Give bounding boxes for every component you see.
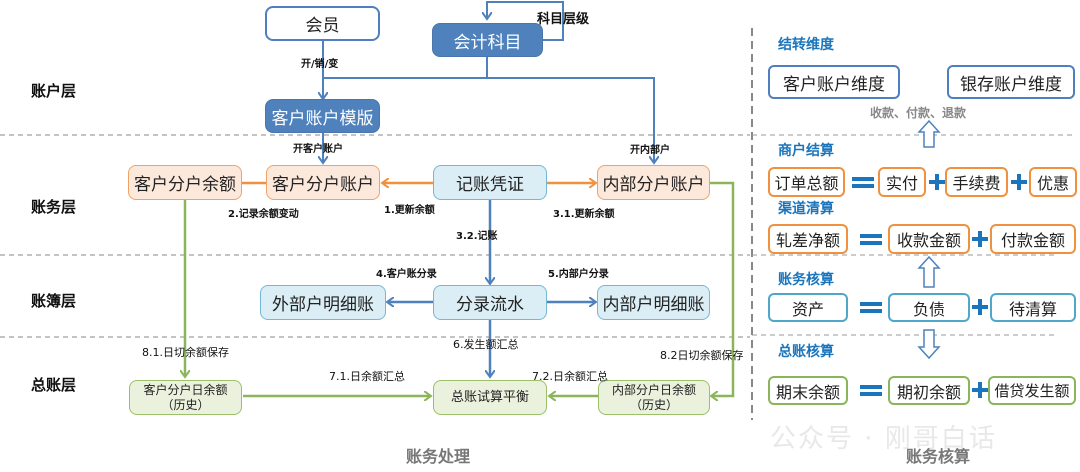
box-liabilities[interactable]: 负债 xyxy=(888,293,970,322)
equals-icon xyxy=(860,232,882,246)
label-update-balance-internal: 3.1.更新余额 xyxy=(553,209,615,220)
plus-icon xyxy=(972,382,988,398)
label-daily-cut-save-1: 8.1.日切余额保存 xyxy=(142,346,229,359)
node-customer-daily-balance[interactable]: 客户分户日余额（历史） xyxy=(129,380,242,415)
node-internal-sub-account[interactable]: 内部分户账户 xyxy=(597,165,710,200)
box-opening-balance[interactable]: 期初余额 xyxy=(888,376,970,405)
node-customer-account-template[interactable]: 客户账户模版 xyxy=(265,99,380,133)
layer-label-ledger-book: 账簿层 xyxy=(31,292,77,310)
box-assets[interactable]: 资产 xyxy=(768,293,848,322)
box-order-total[interactable]: 订单总额 xyxy=(768,167,845,197)
right-panel-footer: 账务核算 xyxy=(906,447,971,466)
label-daily-cut-save-2: 8.2日切余额保存 xyxy=(660,349,744,362)
edge-subject-hierarchy xyxy=(487,1,564,41)
box-customer-account-dimension[interactable]: 客户账户维度 xyxy=(768,65,900,99)
label-post-entry: 3.2.记账 xyxy=(456,231,498,242)
node-voucher[interactable]: 记账凭证 xyxy=(433,165,547,200)
box-actual-paid[interactable]: 实付 xyxy=(878,167,926,197)
equals-icon xyxy=(852,175,874,189)
box-bank-account-dimension[interactable]: 银存账户维度 xyxy=(947,65,1075,99)
watermark-text: 公众号 · 刚哥白话 xyxy=(770,424,997,454)
box-net-difference[interactable]: 轧差净额 xyxy=(768,224,848,254)
node-account-subject[interactable]: 会计科目 xyxy=(432,23,543,57)
box-ending-balance[interactable]: 期末余额 xyxy=(768,376,848,405)
edge-internal-daily-cut xyxy=(710,181,735,396)
label-daily-balance-summary-1: 7.1.日余额汇总 xyxy=(329,370,405,383)
box-payment-amount[interactable]: 付款金额 xyxy=(990,224,1076,254)
layer-dividers xyxy=(0,134,750,338)
box-debit-credit-amount[interactable]: 借贷发生额 xyxy=(988,376,1076,405)
edge-subject-to-template xyxy=(323,57,488,79)
box-receipt-amount[interactable]: 收款金额 xyxy=(888,224,970,254)
section-title-accounting: 账务核算 xyxy=(778,272,834,288)
hollow-arrow-down xyxy=(917,329,941,360)
label-open-customer-account: 开客户账户 xyxy=(293,144,343,155)
node-internal-daily-balance[interactable]: 内部分户日余额（历史） xyxy=(598,380,710,415)
node-internal-detail-ledger[interactable]: 内部户明细账 xyxy=(597,285,710,320)
label-customer-entries: 4.客户账分录 xyxy=(376,269,437,280)
box-fee[interactable]: 手续费 xyxy=(945,167,1008,197)
equals-icon xyxy=(860,300,882,314)
equals-icon xyxy=(860,383,882,397)
node-external-detail-ledger[interactable]: 外部户明细账 xyxy=(260,285,386,320)
edge-subject-to-internal xyxy=(487,77,654,162)
label-subject-hierarchy: 科目层级 xyxy=(537,12,590,27)
node-member[interactable]: 会员 xyxy=(265,6,380,41)
label-amount-summary: 6.发生额汇总 xyxy=(453,338,519,351)
layer-label-general-ledger: 总账层 xyxy=(31,376,77,394)
plus-icon xyxy=(972,231,988,247)
label-internal-entries: 5.内部户分录 xyxy=(548,269,609,280)
layer-label-account: 账户层 xyxy=(31,82,77,100)
section-title-general-ledger: 总账核算 xyxy=(778,344,834,360)
box-discount[interactable]: 优惠 xyxy=(1029,167,1077,197)
node-entry-flow[interactable]: 分录流水 xyxy=(433,285,547,320)
plus-icon xyxy=(929,174,945,190)
hollow-arrow-up-1 xyxy=(917,119,941,148)
section-title-merchant-settlement: 商户结算 xyxy=(778,143,834,159)
section-title-channel-clearing: 渠道清算 xyxy=(778,201,834,217)
label-update-balance: 1.更新余额 xyxy=(384,205,435,216)
note-payment-types: 收款、付款、退款 xyxy=(870,106,967,120)
node-customer-sub-balance[interactable]: 客户分户余额 xyxy=(128,165,242,200)
left-panel-footer: 账务处理 xyxy=(406,447,471,466)
node-customer-sub-account[interactable]: 客户分户账户 xyxy=(266,165,380,200)
label-open-close-change: 开/销/变 xyxy=(301,59,339,70)
section-title-carryover: 结转维度 xyxy=(778,37,834,53)
plus-icon xyxy=(972,299,988,315)
node-trial-balance[interactable]: 总账试算平衡 xyxy=(433,380,547,415)
plus-icon xyxy=(1011,174,1027,190)
box-pending-clearing[interactable]: 待清算 xyxy=(990,293,1076,322)
layer-label-transaction: 账务层 xyxy=(31,198,77,216)
label-record-balance-change: 2.记录余额变动 xyxy=(228,209,299,220)
label-daily-balance-summary-2: 7.2.日余额汇总 xyxy=(532,370,608,383)
label-open-internal-account: 开内部户 xyxy=(630,145,670,156)
hollow-arrow-up-2 xyxy=(917,255,941,288)
